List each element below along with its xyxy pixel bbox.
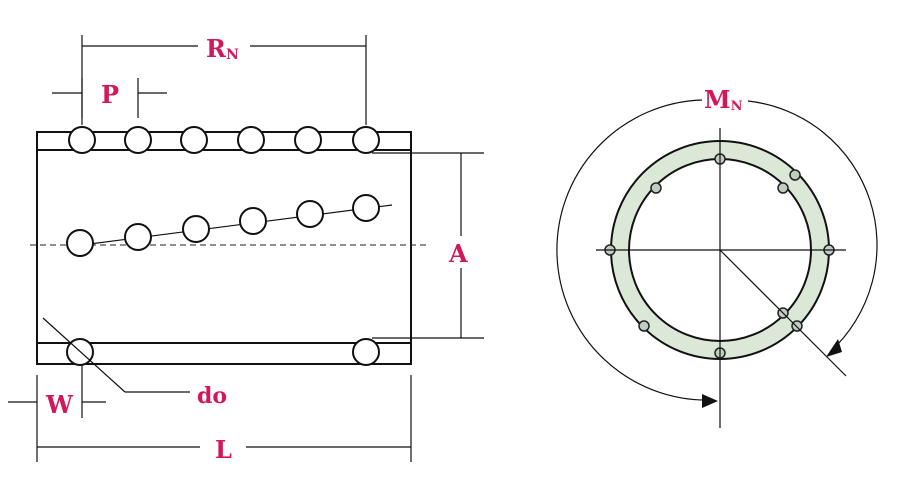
- rn-dimension: RN: [81, 34, 367, 125]
- ball: [182, 215, 210, 243]
- side-view: RN P A W do: [8, 34, 484, 464]
- do-leader: do: [42, 317, 227, 409]
- stud: [650, 182, 662, 194]
- ball: [237, 126, 265, 154]
- arrowhead-right: [826, 339, 842, 357]
- stud: [777, 182, 789, 194]
- do-label: do: [197, 383, 227, 409]
- rn-label: RN: [206, 34, 239, 63]
- end-view: MN: [556, 85, 878, 428]
- ball: [352, 194, 380, 222]
- diagonal-ball-row: [66, 194, 380, 257]
- stud: [791, 320, 803, 332]
- w-label: W: [45, 390, 74, 419]
- arrowhead-bottom: [702, 394, 718, 408]
- l-dimension: L: [37, 375, 412, 464]
- ball: [352, 126, 380, 154]
- stud: [789, 169, 801, 181]
- ball: [296, 200, 324, 228]
- ring-studs: [604, 153, 835, 359]
- ball: [239, 207, 267, 235]
- mn-arc-right: [747, 100, 878, 353]
- ball: [124, 126, 152, 154]
- ball: [66, 229, 94, 257]
- ball: [180, 126, 208, 154]
- ball: [294, 126, 322, 154]
- mn-label: MN: [704, 85, 743, 114]
- sleeve-outline: [36, 131, 412, 365]
- stud: [638, 320, 650, 332]
- a-dimension: A: [372, 152, 484, 339]
- p-dimension: P: [52, 78, 167, 118]
- ball: [68, 126, 96, 154]
- ball: [352, 338, 380, 366]
- w-dimension: W: [8, 365, 106, 462]
- l-label: L: [215, 435, 232, 464]
- radius-leader: [719, 249, 847, 377]
- a-label: A: [448, 239, 468, 268]
- mn-arc: [556, 99, 713, 401]
- ball: [124, 223, 152, 251]
- top-ball-row: [68, 126, 380, 154]
- p-label: P: [101, 80, 119, 109]
